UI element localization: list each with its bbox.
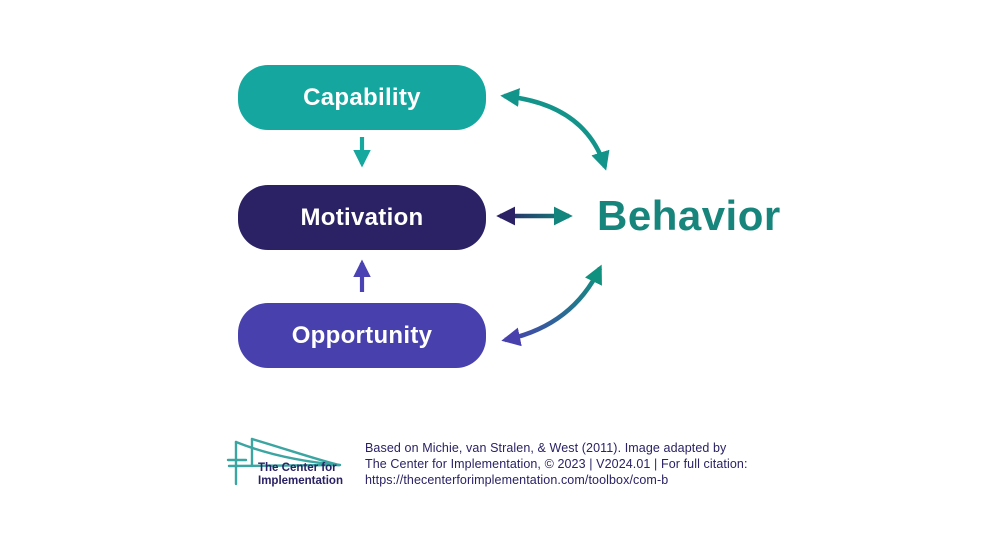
behavior-label: Behavior: [597, 192, 781, 239]
cfi-logo: The Center for Implementation: [226, 434, 356, 496]
logo-text: The Center for Implementation: [258, 462, 343, 487]
logo-text-line1: The Center for: [258, 462, 337, 474]
opportunity-behavior-arrow: [501, 264, 603, 347]
capability-behavior-arrow: [500, 88, 610, 171]
capability-label: Capability: [303, 83, 421, 111]
opportunity-label: Opportunity: [291, 321, 433, 349]
footer: The Center for Implementation Based on M…: [0, 430, 1000, 510]
motivation-box: Motivation: [238, 185, 486, 250]
citation-line3: https://thecenterforimplementation.com/t…: [365, 473, 669, 487]
logo-text-line2: Implementation: [258, 474, 343, 487]
bridge-icon: [226, 437, 342, 486]
capability-box: Capability: [238, 65, 486, 130]
citation-text: Based on Michie, van Stralen, & West (20…: [365, 440, 748, 488]
motivation-label: Motivation: [300, 203, 424, 231]
opportunity-box: Opportunity: [238, 303, 486, 368]
citation-line2: The Center for Implementation, © 2023 | …: [365, 457, 748, 471]
citation-line1: Based on Michie, van Stralen, & West (20…: [365, 441, 727, 455]
